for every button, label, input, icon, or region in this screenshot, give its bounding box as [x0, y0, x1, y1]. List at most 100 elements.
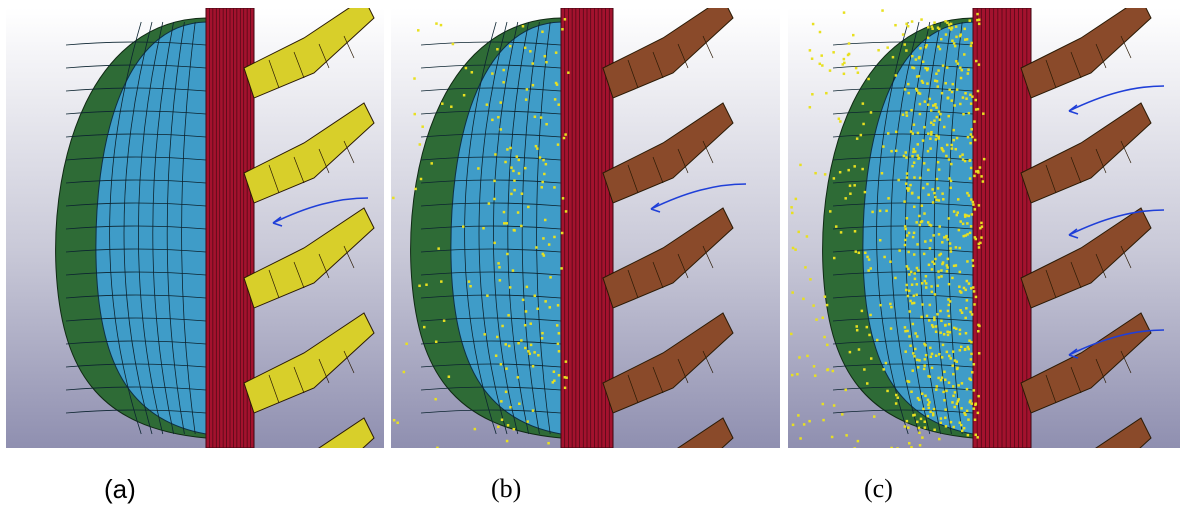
- particle: [952, 42, 956, 45]
- particle-cloud: [790, 9, 986, 448]
- mesh-line: [832, 409, 974, 414]
- particle: [540, 186, 544, 189]
- flight-mesh-line: [318, 43, 330, 69]
- particle: [804, 266, 807, 269]
- particle: [853, 230, 857, 233]
- particle: [894, 23, 897, 27]
- particle: [520, 339, 523, 342]
- flight-mesh-line: [652, 261, 664, 289]
- particle: [505, 439, 509, 443]
- screw-flight: [243, 312, 375, 414]
- mesh-group: [55, 8, 375, 448]
- particle: [970, 371, 974, 374]
- particle: [791, 423, 795, 427]
- particle: [939, 331, 942, 334]
- particle: [531, 364, 535, 368]
- particle: [963, 53, 966, 56]
- particle: [946, 309, 950, 313]
- mesh-line: [123, 21, 153, 435]
- particle: [906, 379, 909, 383]
- particle: [487, 202, 491, 205]
- screw-flight: [1095, 417, 1152, 448]
- particle: [963, 159, 967, 163]
- particle: [499, 128, 503, 131]
- particle: [501, 324, 504, 328]
- mesh-line: [65, 271, 207, 276]
- particle: [939, 421, 943, 425]
- particle: [977, 22, 981, 26]
- particle: [848, 350, 852, 354]
- particle: [944, 323, 947, 327]
- particle: [974, 237, 978, 241]
- particle: [493, 241, 496, 245]
- inner-shell: [862, 21, 974, 435]
- particle: [907, 231, 911, 235]
- particle: [967, 418, 970, 421]
- particle: [949, 186, 952, 190]
- particle: [903, 326, 907, 329]
- particle: [402, 370, 406, 374]
- particle: [946, 266, 949, 269]
- particle: [920, 79, 924, 83]
- particle: [891, 55, 895, 59]
- particle: [857, 251, 861, 255]
- particle: [980, 221, 983, 225]
- particle-cloud: [392, 18, 570, 448]
- particle: [869, 267, 873, 270]
- particle: [513, 188, 516, 192]
- particle: [524, 310, 528, 313]
- screw-flight: [602, 8, 734, 99]
- particle: [933, 428, 936, 432]
- particle: [932, 234, 935, 237]
- particle: [931, 188, 934, 191]
- particle: [923, 358, 927, 361]
- particle: [885, 209, 888, 213]
- particle: [959, 102, 962, 106]
- particle: [909, 270, 913, 274]
- particle: [436, 446, 439, 448]
- particle: [926, 398, 930, 402]
- particle: [912, 414, 915, 417]
- particle: [923, 420, 926, 424]
- particle: [507, 344, 511, 348]
- particle: [839, 120, 842, 123]
- flight-mesh-line: [627, 164, 639, 194]
- particle: [908, 310, 912, 313]
- particle: [930, 268, 934, 271]
- particle: [917, 157, 920, 160]
- particle: [955, 88, 959, 91]
- particle: [963, 213, 967, 217]
- mesh-line: [948, 21, 963, 435]
- particle: [502, 68, 505, 72]
- particle: [949, 247, 952, 250]
- particle: [946, 238, 949, 241]
- particle: [907, 250, 910, 254]
- particle: [933, 316, 936, 319]
- particle: [968, 377, 971, 380]
- particle: [961, 153, 964, 156]
- particle: [976, 169, 980, 173]
- particle: [909, 344, 912, 347]
- particle: [423, 325, 426, 329]
- flight-mesh-line: [677, 358, 689, 384]
- mesh-line: [65, 248, 207, 253]
- render-panel-c: [788, 8, 1180, 448]
- mesh-line: [420, 110, 562, 115]
- particle: [512, 428, 516, 431]
- particle: [524, 98, 528, 101]
- particle: [849, 192, 852, 195]
- particle: [927, 193, 930, 196]
- particle: [890, 149, 893, 153]
- particle: [952, 128, 955, 132]
- particle: [947, 303, 951, 307]
- particle: [554, 81, 558, 85]
- particle: [894, 276, 897, 280]
- particle: [954, 25, 958, 28]
- particle: [541, 252, 545, 256]
- flight-mesh-line: [318, 148, 330, 174]
- mesh-line: [65, 340, 207, 345]
- particle: [931, 260, 934, 264]
- flight-mesh-line: [677, 148, 689, 174]
- mesh-line: [832, 271, 974, 276]
- particle: [929, 224, 933, 227]
